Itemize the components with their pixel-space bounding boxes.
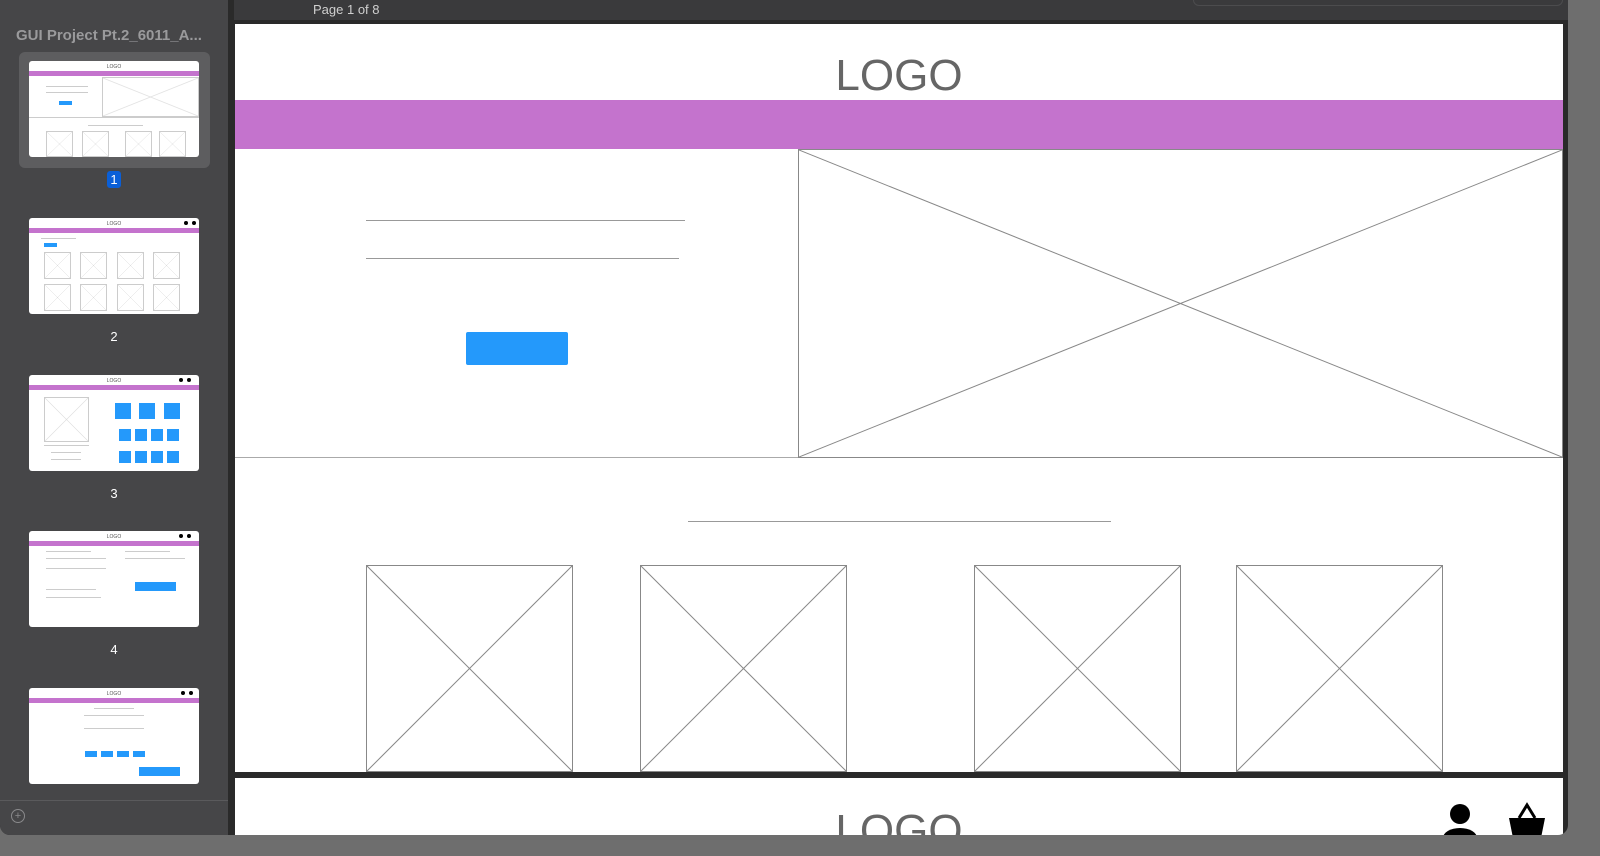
page-thumbnail-3[interactable]: LOGO: [29, 375, 199, 471]
page-indicator: Page 1 of 8: [313, 2, 380, 17]
hero-image-placeholder: [798, 149, 1563, 458]
plus-circle-icon[interactable]: +: [11, 809, 25, 823]
thumb-logo: LOGO: [106, 378, 122, 384]
logo: LOGO: [835, 806, 963, 835]
page-thumbnail-2[interactable]: LOGO: [29, 218, 199, 314]
basket-icon: [1509, 802, 1545, 835]
section-heading-line: [688, 521, 1111, 522]
product-image-placeholder: [1236, 565, 1443, 772]
page-number-2: 2: [110, 329, 118, 344]
page-thumbnail-1[interactable]: LOGO: [29, 61, 199, 157]
sidebar-footer: [0, 800, 228, 835]
nav-band: [235, 100, 1563, 149]
text-line: [366, 220, 685, 221]
search-field[interactable]: [1193, 0, 1563, 6]
page-2-canvas: LOGO: [235, 778, 1563, 835]
product-image-placeholder: [974, 565, 1181, 772]
page-number-3: 3: [110, 486, 118, 501]
logo: LOGO: [835, 51, 963, 100]
thumb-band: [29, 71, 199, 76]
thumbnail-sidebar: GUI Project Pt.2_6011_A... LOGO 1 LOGO 2…: [0, 0, 228, 835]
page-1-canvas: LOGO: [235, 24, 1563, 772]
page-thumbnail-4[interactable]: LOGO: [29, 531, 199, 627]
page-thumbnail-5[interactable]: LOGO: [29, 688, 199, 784]
thumb-logo: LOGO: [106, 534, 122, 540]
cta-button[interactable]: [466, 332, 568, 365]
product-image-placeholder: [640, 565, 847, 772]
document-title: GUI Project Pt.2_6011_A...: [16, 27, 202, 44]
text-line: [366, 258, 679, 259]
thumb-logo: LOGO: [106, 691, 122, 697]
page-number-4: 4: [110, 642, 118, 657]
user-icon: [1443, 804, 1477, 835]
product-image-placeholder: [366, 565, 573, 772]
toolbar: Page 1 of 8: [234, 0, 1568, 20]
page-number-1: 1: [0, 171, 228, 188]
preview-window: Page 1 of 8 GUI Project Pt.2_6011_A... L…: [0, 0, 1568, 835]
thumb-logo: LOGO: [106, 64, 122, 70]
thumb-logo: LOGO: [106, 221, 122, 227]
